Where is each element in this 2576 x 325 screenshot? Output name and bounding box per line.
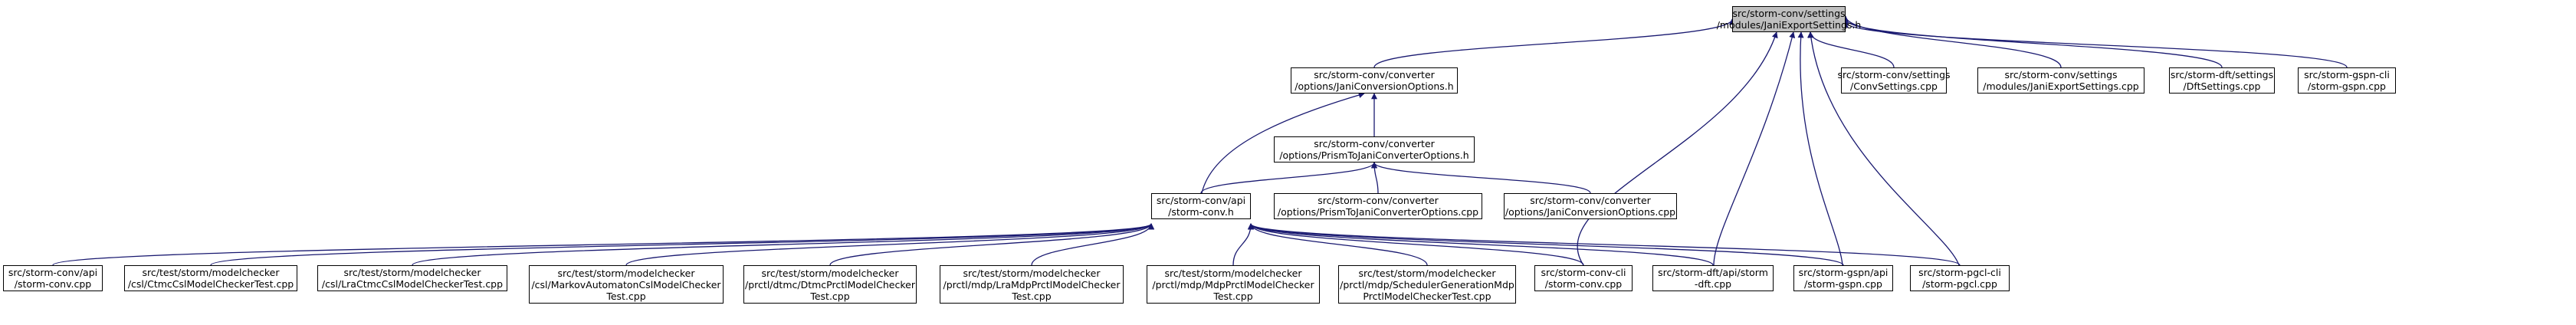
node-label-line: /storm-gspn.cpp xyxy=(1804,278,1882,290)
node-label-line: Test.cpp xyxy=(1012,290,1052,302)
node-label-line: /prctl/dtmc/DtmcPrctlModelChecker xyxy=(745,278,915,291)
node-convcli[interactable]: src/storm-conv-cli/storm-conv.cpp xyxy=(1534,265,1633,291)
node-dftapi[interactable]: src/storm-dft/api/storm-dft.cpp xyxy=(1652,265,1774,291)
edge-dftsettings_cpp-to-root xyxy=(1843,18,2223,68)
node-label-line: src/storm-conv/converter xyxy=(1318,195,1439,206)
node-gspncli_cpp[interactable]: src/storm-gspn-cli/storm-gspn.cpp xyxy=(2298,67,2396,94)
edge-gspncli_cpp-to-root xyxy=(1843,21,2348,68)
node-label-line: src/storm-conv-cli xyxy=(1541,267,1626,278)
edge-ctmccsl-to-stormconv_h xyxy=(210,223,1154,266)
node-label-line: /csl/CtmcCslModelCheckerTest.cpp xyxy=(127,278,294,290)
node-label-line: /prctl/mdp/LraMdpPrctlModelChecker xyxy=(943,278,1121,291)
edge-dftapi-to-root xyxy=(1713,31,1796,266)
node-dtmcprctl[interactable]: src/test/storm/modelchecker/prctl/dtmc/D… xyxy=(743,265,917,304)
node-label-line: /options/PrismToJaniConverterOptions.cpp xyxy=(1277,206,1479,218)
node-label-line: src/storm-conv/converter xyxy=(1314,138,1435,149)
node-label-line: src/test/storm/modelchecker xyxy=(761,267,899,279)
node-label-line: src/test/storm/modelchecker xyxy=(1164,267,1302,279)
node-label-line: /options/PrismToJaniConverterOptions.h xyxy=(1279,149,1469,161)
node-label-line: src/storm-conv/api xyxy=(1156,195,1246,206)
node-label-line: src/storm-conv/converter xyxy=(1314,69,1435,80)
node-ctmccsl[interactable]: src/test/storm/modelchecker/csl/CtmcCslM… xyxy=(124,265,297,291)
node-label-line: src/storm-conv/settings xyxy=(1837,69,1951,80)
edge-api_stormconv_cpp-to-stormconv_h xyxy=(52,223,1154,266)
edge-gspnapi-to-stormconv_h xyxy=(1248,223,1844,266)
node-janiexport_cpp[interactable]: src/storm-conv/settings/modules/JaniExpo… xyxy=(1977,67,2144,94)
node-lractmccsl[interactable]: src/test/storm/modelchecker/csl/LraCtmcC… xyxy=(317,265,507,291)
edge-convcli-to-root xyxy=(1577,31,1778,266)
node-label-line: src/storm-gspn/api xyxy=(1798,267,1889,278)
node-label-line: /options/JaniConversionOptions.h xyxy=(1295,80,1454,92)
node-label-line: -dft.cpp xyxy=(1694,278,1732,290)
edge-dtmcprctl-to-stormconv_h xyxy=(829,223,1154,266)
node-mdpprctl[interactable]: src/test/storm/modelchecker/prctl/mdp/Md… xyxy=(1147,265,1320,304)
edge-stormconv_h-to-janiconvopts_h xyxy=(1201,92,1365,194)
node-gspnapi[interactable]: src/storm-gspn/api/storm-gspn.cpp xyxy=(1793,265,1893,291)
node-label-line: /modules/JaniExportSettings.h xyxy=(1716,19,1862,31)
node-label-line: src/storm-dft/settings xyxy=(2170,69,2274,80)
node-label-line: Test.cpp xyxy=(1213,290,1253,302)
node-label-line: src/test/storm/modelchecker xyxy=(142,267,280,278)
edge-lramdp-to-stormconv_h xyxy=(1031,223,1154,266)
node-janiconvopts_h[interactable]: src/storm-conv/converter/options/JaniCon… xyxy=(1291,67,1458,94)
node-dftsettings_cpp[interactable]: src/storm-dft/settings/DftSettings.cpp xyxy=(2169,67,2275,94)
node-label-line: src/test/storm/modelchecker xyxy=(343,267,481,278)
node-janiconvopts_cpp[interactable]: src/storm-conv/converter/options/JaniCon… xyxy=(1504,193,1677,219)
node-label-line: /storm-conv.cpp xyxy=(14,278,92,290)
node-label-line: /ConvSettings.cpp xyxy=(1850,80,1938,92)
node-label-line: /storm-conv.h xyxy=(1168,206,1234,218)
node-label-line: /options/JaniConversionOptions.cpp xyxy=(1505,206,1676,218)
node-lramdp[interactable]: src/test/storm/modelchecker/prctl/mdp/Lr… xyxy=(940,265,1124,304)
edge-dftapi-to-stormconv_h xyxy=(1248,223,1714,266)
node-root: src/storm-conv/settings/modules/JaniExpo… xyxy=(1717,6,1861,32)
node-label-line: Test.cpp xyxy=(606,290,646,302)
node-label-line: src/storm-gspn-cli xyxy=(2304,69,2390,80)
node-label-line: src/test/storm/modelchecker xyxy=(963,267,1101,279)
node-label-line: /csl/LraCtmcCslModelCheckerTest.cpp xyxy=(321,278,504,290)
node-label-line: /modules/JaniExportSettings.cpp xyxy=(1983,80,2139,92)
edge-convsettings_cpp-to-root xyxy=(1807,31,1895,68)
edge-stormconv_h-to-prism2jani_h xyxy=(1200,162,1377,194)
edge-pgclcli-to-stormconv_h xyxy=(1248,223,1961,266)
node-label-line: src/test/storm/modelchecker xyxy=(557,267,695,279)
node-label-line: src/storm-conv/settings xyxy=(2004,69,2118,80)
node-api_stormconv_cpp[interactable]: src/storm-conv/api/storm-conv.cpp xyxy=(3,265,103,291)
node-label-line: /csl/MarkovAutomatonCslModelChecker xyxy=(531,278,721,291)
node-pgclcli[interactable]: src/storm-pgcl-cli/storm-pgcl.cpp xyxy=(1910,265,2010,291)
node-prism2jani_cpp[interactable]: src/storm-conv/converter/options/PrismTo… xyxy=(1274,193,1482,219)
node-label-line: src/storm-pgcl-cli xyxy=(1918,267,2001,278)
edge-mdpprctl-to-stormconv_h xyxy=(1232,223,1254,266)
node-label-line: src/storm-conv/converter xyxy=(1530,195,1651,206)
node-label-line: src/test/storm/modelchecker xyxy=(1358,267,1496,279)
node-label-line: src/storm-conv/api xyxy=(8,267,98,278)
edge-schedgen-to-stormconv_h xyxy=(1248,223,1428,266)
node-label-line: /storm-pgcl.cpp xyxy=(1922,278,1997,290)
node-stormconv_h[interactable]: src/storm-conv/api/storm-conv.h xyxy=(1151,193,1251,219)
node-label-line: /prctl/mdp/MdpPrctlModelChecker xyxy=(1152,278,1314,291)
edge-janiconvopts_cpp-to-prism2jani_h xyxy=(1371,162,1591,194)
node-label-line: src/storm-dft/api/storm xyxy=(1658,267,1768,278)
edge-lractmccsl-to-stormconv_h xyxy=(412,223,1154,266)
edge-convcli-to-stormconv_h xyxy=(1248,223,1584,266)
node-label-line: src/storm-conv/settings xyxy=(1732,8,1846,19)
node-convsettings_cpp[interactable]: src/storm-conv/settings/ConvSettings.cpp xyxy=(1837,67,1951,94)
node-label-line: /storm-gspn.cpp xyxy=(2308,80,2386,92)
node-label-line: /prctl/mdp/SchedulerGenerationMdp xyxy=(1340,278,1514,291)
node-label-line: Test.cpp xyxy=(810,290,850,302)
node-markovcsl[interactable]: src/test/storm/modelchecker/csl/MarkovAu… xyxy=(529,265,724,304)
edge-prism2jani_cpp-to-prism2jani_h xyxy=(1371,162,1379,194)
edge-janiconvopts_h-to-root xyxy=(1373,18,1735,68)
node-prism2jani_h[interactable]: src/storm-conv/converter/options/PrismTo… xyxy=(1274,136,1475,162)
edge-pgclcli-to-root xyxy=(1807,31,1960,266)
edge-gspnapi-to-root xyxy=(1797,31,1843,266)
edge-markovcsl-to-stormconv_h xyxy=(625,223,1154,266)
edge-janiexport_cpp-to-root xyxy=(1843,15,2062,68)
node-label-line: /DftSettings.cpp xyxy=(2183,80,2261,92)
node-label-line: PrctlModelCheckerTest.cpp xyxy=(1363,290,1491,302)
node-label-line: /storm-conv.cpp xyxy=(1544,278,1623,290)
node-schedgen[interactable]: src/test/storm/modelchecker/prctl/mdp/Sc… xyxy=(1338,265,1516,304)
